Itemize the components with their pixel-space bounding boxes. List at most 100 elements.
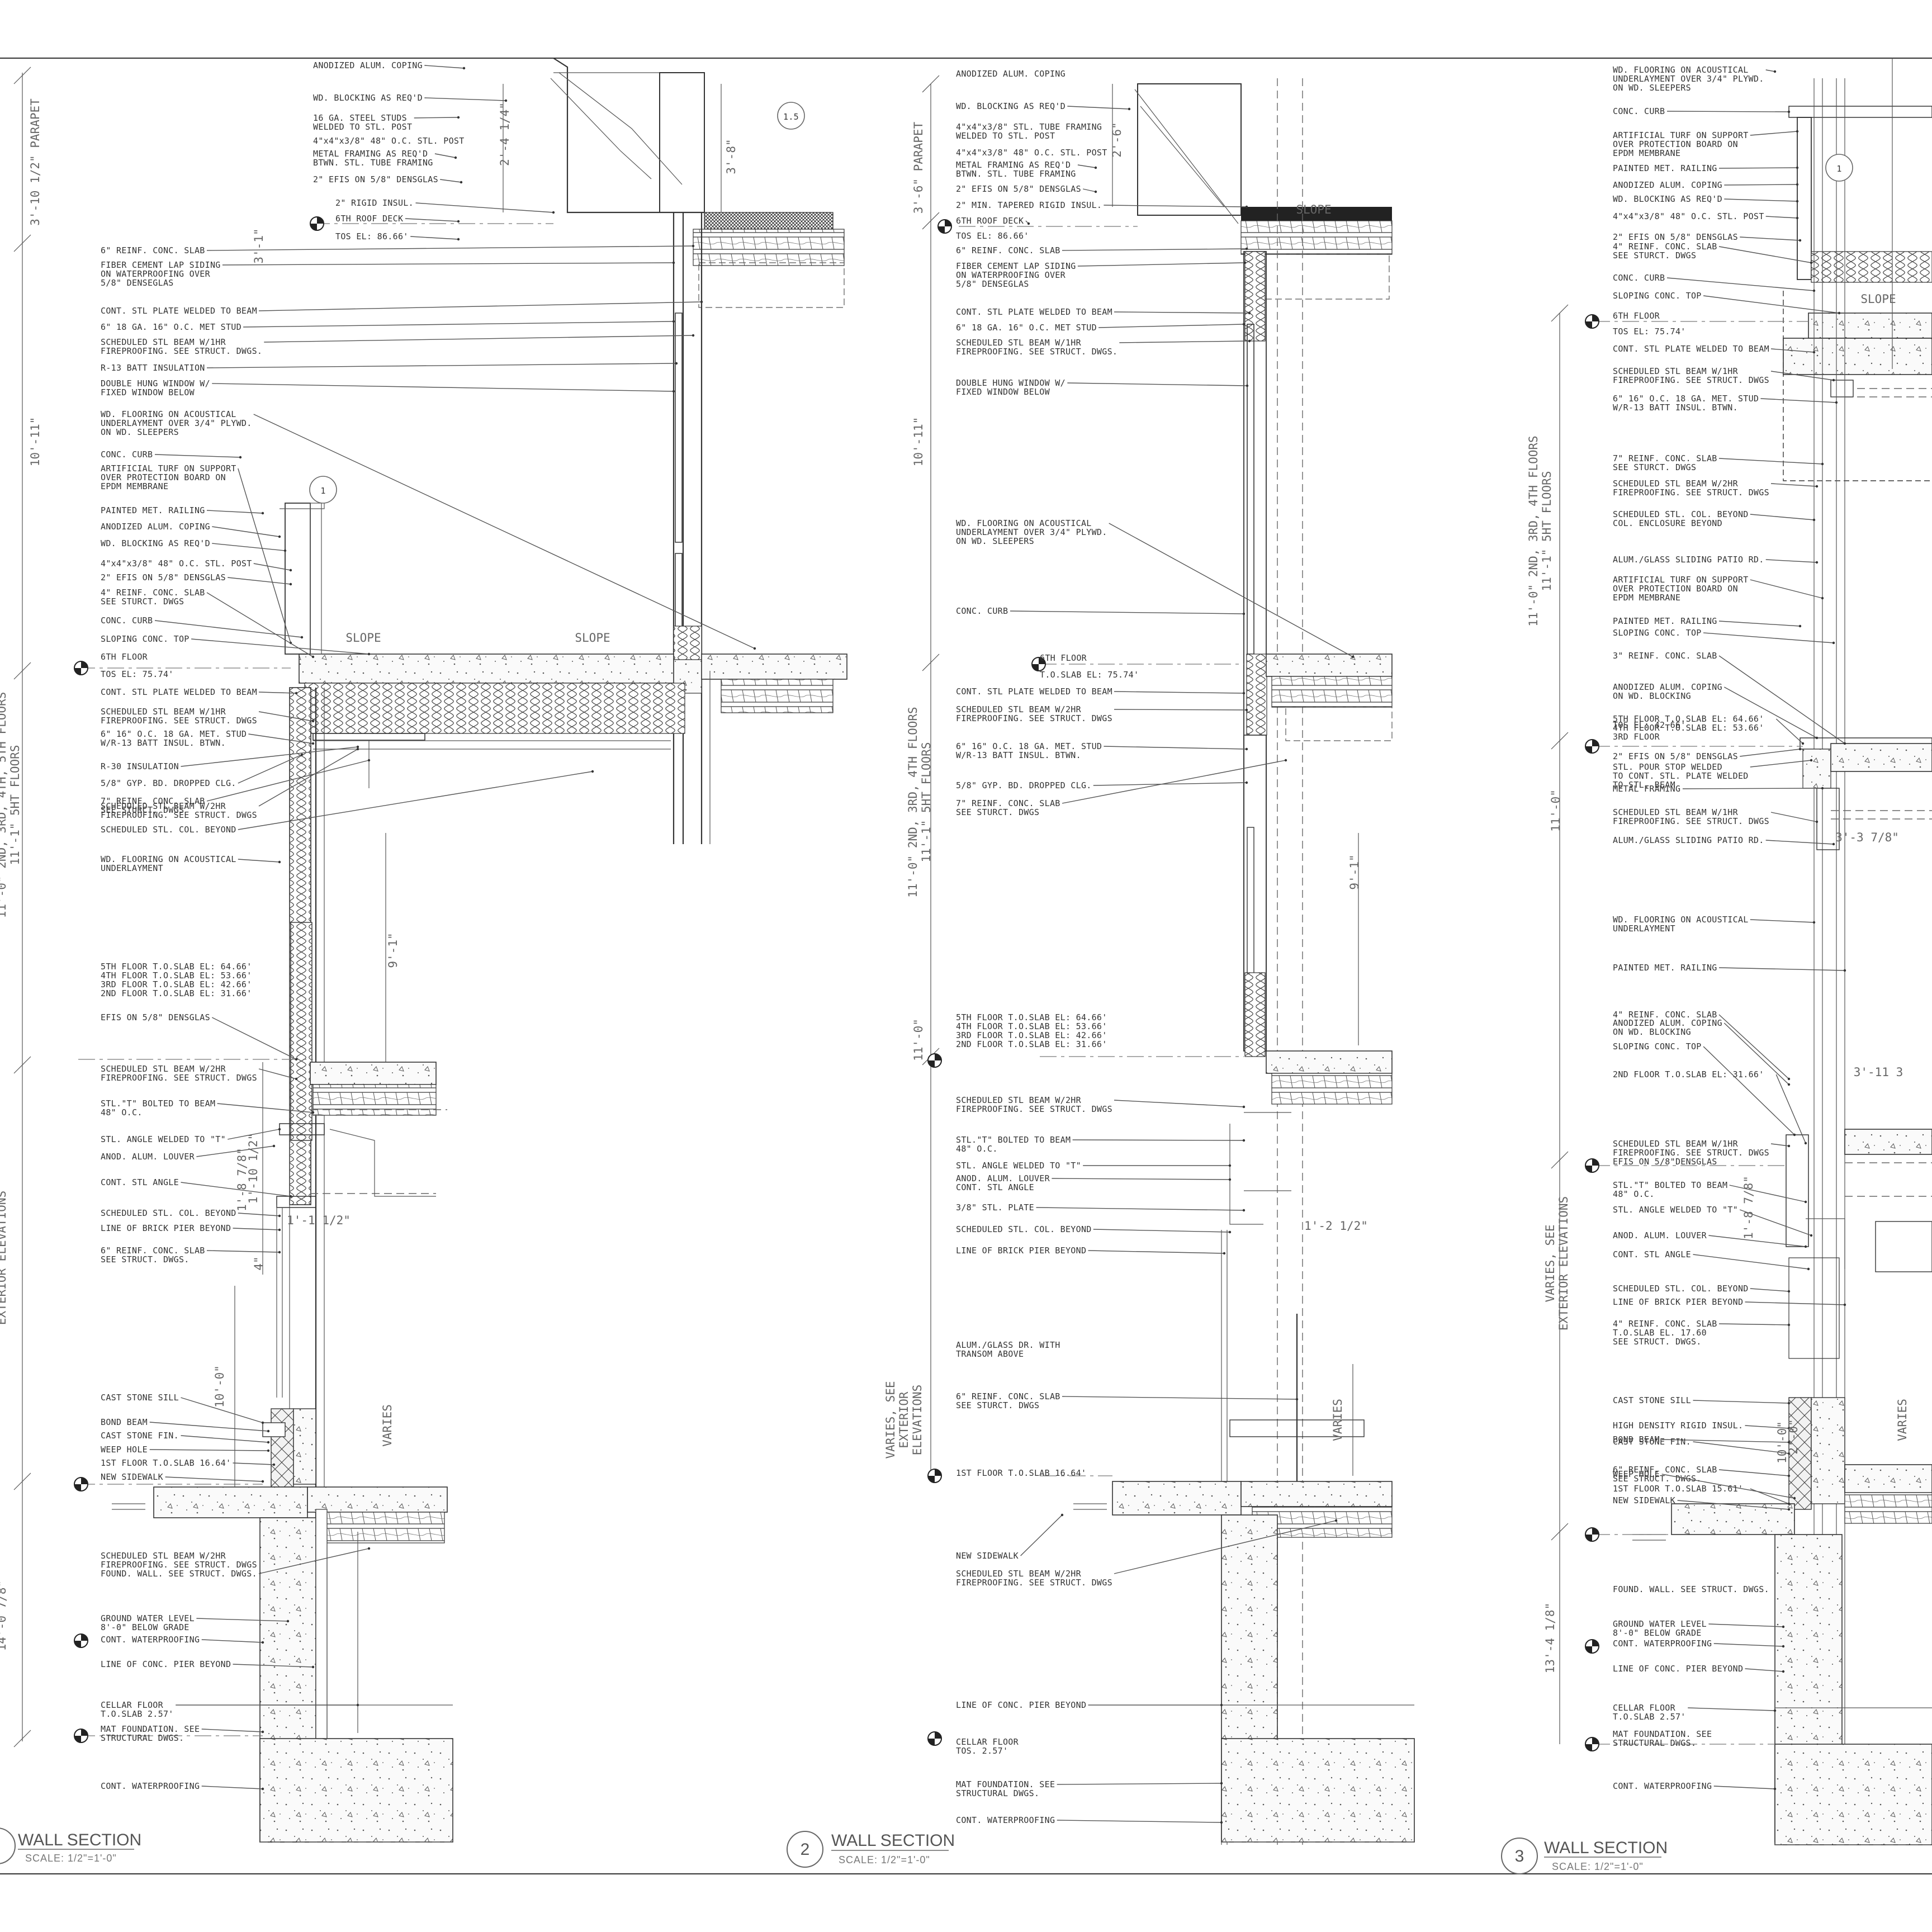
section-2-dimension: VARIES, SEEEXTERIORELEVATIONS: [884, 1381, 924, 1459]
leader-line: [154, 454, 241, 458]
section-2-note: CONC. CURB: [956, 606, 1008, 616]
section-1-note: CONT. WATERPROOFING: [101, 1781, 200, 1791]
leader-line: [1062, 1396, 1298, 1400]
leader-line: [206, 363, 677, 368]
leader-line: [1052, 1178, 1230, 1180]
leader-line: [258, 1548, 370, 1574]
leader-line: [1750, 579, 1823, 599]
leader-dot: [1821, 462, 1824, 466]
leader-dot: [1242, 1139, 1246, 1142]
section-2-note: CONT. STL PLATE WELDED TO BEAM: [956, 686, 1112, 697]
leader-dot: [1128, 107, 1131, 111]
leader-dot: [1838, 311, 1841, 315]
section-3-note: HIGH DENSITY RIGID INSUL.: [1613, 1420, 1743, 1431]
leader-line: [1750, 1288, 1789, 1292]
section-1-note: EFIS ON 5/8" DENSGLAS: [101, 1012, 210, 1022]
section-2-note: DOUBLE HUNG WINDOW W/FIXED WINDOW BELOW: [956, 378, 1066, 397]
leader-dot: [300, 636, 304, 639]
leader-dot: [278, 1128, 281, 1131]
section-2-note: 6" 18 GA. 16" O.C. MET STUD: [956, 323, 1097, 333]
section-1-dimension: 3'-10 1/2" PARAPET: [29, 98, 42, 226]
section-1-dimension: 1'-1 1/2": [287, 1214, 351, 1227]
section-1-note: NEW SIDEWALK: [101, 1472, 163, 1482]
section-2-note: 6TH ROOF DECK: [956, 216, 1024, 226]
leader-line: [1718, 246, 1812, 263]
leader-dot: [1810, 1234, 1813, 1237]
leader-line: [415, 202, 554, 213]
svg-text:1: 1: [320, 486, 325, 496]
leader-dot: [1787, 1508, 1791, 1511]
leader-dot: [1832, 842, 1835, 846]
section-1-note: 6TH FLOOR: [101, 652, 148, 662]
section-3-note: 2" EFIS ON 5/8" DENSGLAS: [1613, 751, 1738, 761]
section-3-drawing: [1551, 58, 1932, 1845]
leader-line: [1104, 746, 1247, 750]
section-3-dimension: 3'-11 3: [1854, 1066, 1903, 1079]
leader-line: [1750, 514, 1815, 520]
leader-line: [1724, 198, 1798, 202]
leader-line: [201, 1786, 263, 1789]
leader-line: [258, 692, 297, 694]
leader-line: [1750, 760, 1812, 768]
section-1-dimension: 1'-8 7/8": [235, 1148, 249, 1211]
leader-line: [1109, 523, 1353, 657]
leader-dot: [1220, 1782, 1223, 1785]
leader-dot: [1812, 289, 1816, 292]
section-1-note: 5TH FLOOR T.O.SLAB EL: 64.66'4TH FLOOR T…: [101, 962, 252, 998]
leader-line: [1750, 1488, 1789, 1504]
section-3-note: CONT. WATERPROOFING: [1613, 1781, 1712, 1791]
leader-dot: [1782, 1670, 1785, 1673]
section-2-note: 3/8" STL. PLATE: [956, 1202, 1034, 1213]
leader-line: [1104, 205, 1247, 207]
leader-dot: [1798, 747, 1802, 751]
leader-dot: [261, 1730, 264, 1734]
section-2-dimension: 11'-0" 2ND, 3RD, 4TH FLOORS11'-1" 5HT FL…: [906, 707, 933, 897]
section-3-note: CONT. WATERPROOFING: [1613, 1639, 1712, 1649]
section-3-note: CONT. STL ANGLE: [1613, 1249, 1691, 1259]
leader-dot: [1242, 692, 1246, 695]
leader-line: [212, 383, 674, 392]
section-1-note: 1ST FLOOR T.O.SLAB 16.64': [101, 1458, 231, 1468]
leader-dot: [1787, 1083, 1791, 1086]
section-3-note: TOS EL: 75.74': [1613, 326, 1686, 337]
leader-dot: [289, 1195, 292, 1198]
section-1-note: CONT. WATERPROOFING: [101, 1635, 200, 1645]
leader-line: [1114, 1520, 1337, 1574]
leader-dot: [454, 156, 457, 159]
section-1-note: LINE OF BRICK PIER BEYOND: [101, 1223, 231, 1233]
section-3-note: 3" REINF. CONC. SLAB: [1613, 651, 1717, 661]
leader-dot: [1796, 200, 1799, 203]
leader-line: [405, 218, 459, 222]
leader-line: [424, 65, 465, 69]
leader-dot: [1245, 781, 1248, 784]
leader-dot: [1787, 1290, 1791, 1293]
leader-dot: [1804, 1200, 1807, 1204]
leader-dot: [1223, 1252, 1226, 1255]
leader-dot: [261, 1480, 264, 1483]
leader-dot: [552, 211, 555, 214]
leader-line: [440, 179, 462, 183]
leader-line: [1661, 1474, 1795, 1499]
leader-dot: [1793, 1497, 1796, 1500]
section-3-note: BOND BEAM: [1613, 1434, 1660, 1445]
leader-dot: [1787, 1441, 1791, 1444]
leader-dot: [1245, 708, 1248, 712]
leader-line: [181, 1397, 263, 1423]
section-3-dimension: 11'-0" 2ND, 3RD, 4TH FLOORS11'-1" 5HT FL…: [1527, 435, 1554, 626]
section-1-note: 4"x4"x3/8" 48" O.C. STL. POST: [101, 558, 252, 569]
leader-line: [1057, 1783, 1222, 1785]
section-2-note: LINE OF BRICK PIER BEYOND: [956, 1246, 1086, 1256]
leader-line: [206, 1250, 280, 1253]
leader-dot: [1027, 222, 1030, 225]
